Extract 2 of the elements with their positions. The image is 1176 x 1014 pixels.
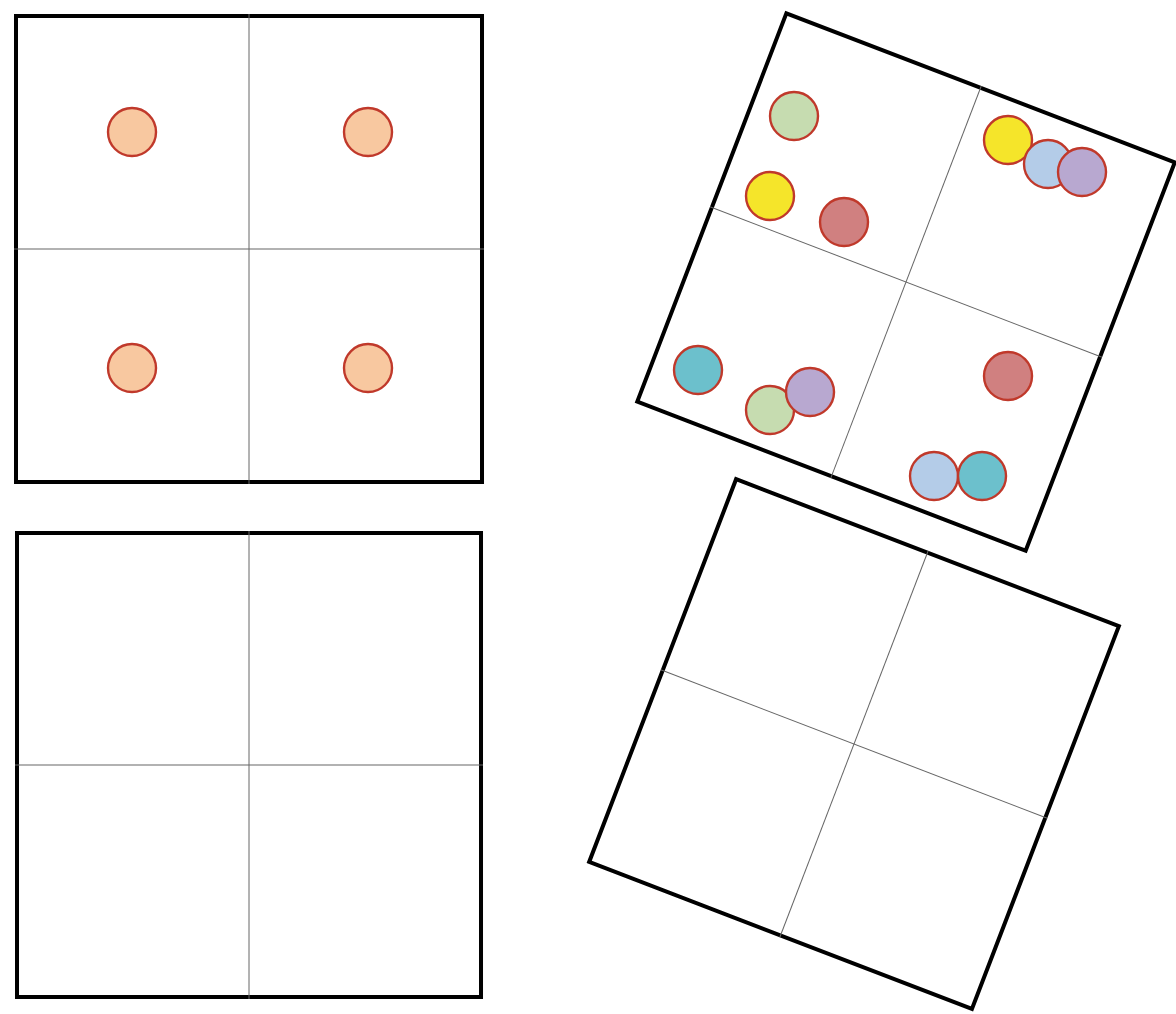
grid-square [13,13,485,485]
grid-square [14,530,484,1000]
